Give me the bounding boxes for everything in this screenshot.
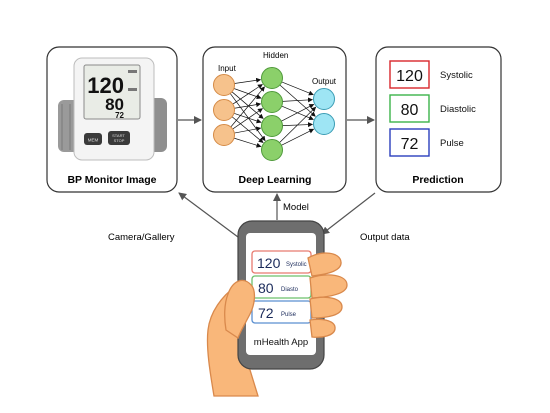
start-stop-label: START STOP: [112, 133, 126, 143]
network-connection: [234, 126, 262, 134]
prediction-row-systolic: 120 Systolic: [389, 60, 473, 89]
fingers: [307, 252, 348, 338]
input-node: [213, 124, 235, 146]
hidden-node: [261, 91, 283, 113]
model-label: Model: [283, 202, 309, 213]
output-node: [313, 88, 335, 110]
prediction-value: 80: [401, 102, 419, 119]
app-name: mHealth App: [254, 337, 308, 348]
deep-learning-box-label: Deep Learning: [239, 174, 312, 186]
network-connection: [232, 108, 263, 130]
network-connection: [279, 106, 317, 143]
deep-learning-box: Input Hidden Output Deep Learning: [202, 46, 347, 193]
network-input-label: Input: [218, 64, 237, 73]
network-hidden-label: Hidden: [263, 51, 288, 60]
phone-row-label: Pulse: [281, 312, 297, 318]
mem-button: [84, 133, 102, 145]
output-data-label: Output data: [360, 232, 410, 243]
network-connection: [229, 93, 266, 142]
phone-row-systolic: 120 Systolic: [251, 250, 312, 274]
neural-network: [213, 67, 335, 161]
output-node: [313, 113, 335, 135]
arrow-output-data: [321, 192, 376, 235]
input-node: [213, 99, 235, 121]
network-connection: [281, 81, 314, 96]
hidden-node: [261, 67, 283, 89]
mem-button-label: MEM: [88, 138, 99, 143]
input-node: [213, 74, 235, 96]
phone-row-diastolic: 80 Diasto: [251, 275, 312, 299]
phone-row-value: 80: [258, 280, 274, 296]
network-output-label: Output: [312, 77, 337, 86]
start-stop-button: [108, 131, 130, 145]
hidden-node: [261, 115, 283, 137]
network-connection: [231, 91, 264, 119]
hidden-node: [261, 139, 283, 161]
network-connection: [230, 86, 265, 128]
bp-monitor-box: 120 80 72 MEM START STOP BP Monitor Imag…: [46, 46, 178, 193]
prediction-row-pulse: 72 Pulse: [389, 128, 464, 157]
network-connection: [233, 137, 262, 148]
prediction-value-box: [389, 128, 430, 157]
network-connection: [281, 103, 315, 122]
monitor-pulse: 72: [115, 111, 124, 120]
network-connection: [234, 102, 262, 109]
prediction-box: 120 Systolic 80 Diastolic 72 Pulse Predi…: [375, 46, 502, 193]
prediction-row-diastolic: 80 Diastolic: [389, 94, 476, 123]
prediction-value: 120: [396, 68, 423, 85]
network-connection: [234, 77, 262, 84]
hand-with-phone: 120 Systolic 80 Diasto 72 Pulse mHealth …: [206, 220, 348, 397]
arrow-camera-gallery: [178, 192, 247, 244]
network-connection: [282, 97, 314, 103]
prediction-label: Diastolic: [440, 104, 476, 115]
device-screen: [83, 64, 141, 120]
bp-monitor-box-label: BP Monitor Image: [67, 174, 156, 186]
phone-row-pulse: 72 Pulse: [251, 300, 312, 324]
prediction-value: 72: [401, 136, 419, 153]
prediction-label: Pulse: [440, 138, 464, 149]
network-connection: [232, 84, 263, 105]
network-connection: [233, 112, 262, 124]
network-connection: [281, 128, 315, 146]
thumb: [224, 279, 256, 340]
phone-row-value: 120: [257, 255, 281, 271]
prediction-box-label: Prediction: [412, 174, 463, 186]
phone-row-value: 72: [258, 305, 274, 321]
prediction-value-box: [389, 94, 430, 123]
bp-monitor-illustration: 120 80 72 MEM START STOP: [58, 57, 167, 161]
monitor-systolic: 120: [87, 73, 124, 98]
prediction-label: Systolic: [440, 70, 473, 81]
phone-row-label: Systolic: [286, 262, 307, 268]
monitor-diastolic: 80: [105, 95, 124, 114]
camera-gallery-label: Camera/Gallery: [108, 232, 175, 243]
phone-row-label: Diasto: [281, 287, 299, 293]
prediction-value-box: [389, 60, 430, 89]
network-connection: [231, 116, 264, 143]
